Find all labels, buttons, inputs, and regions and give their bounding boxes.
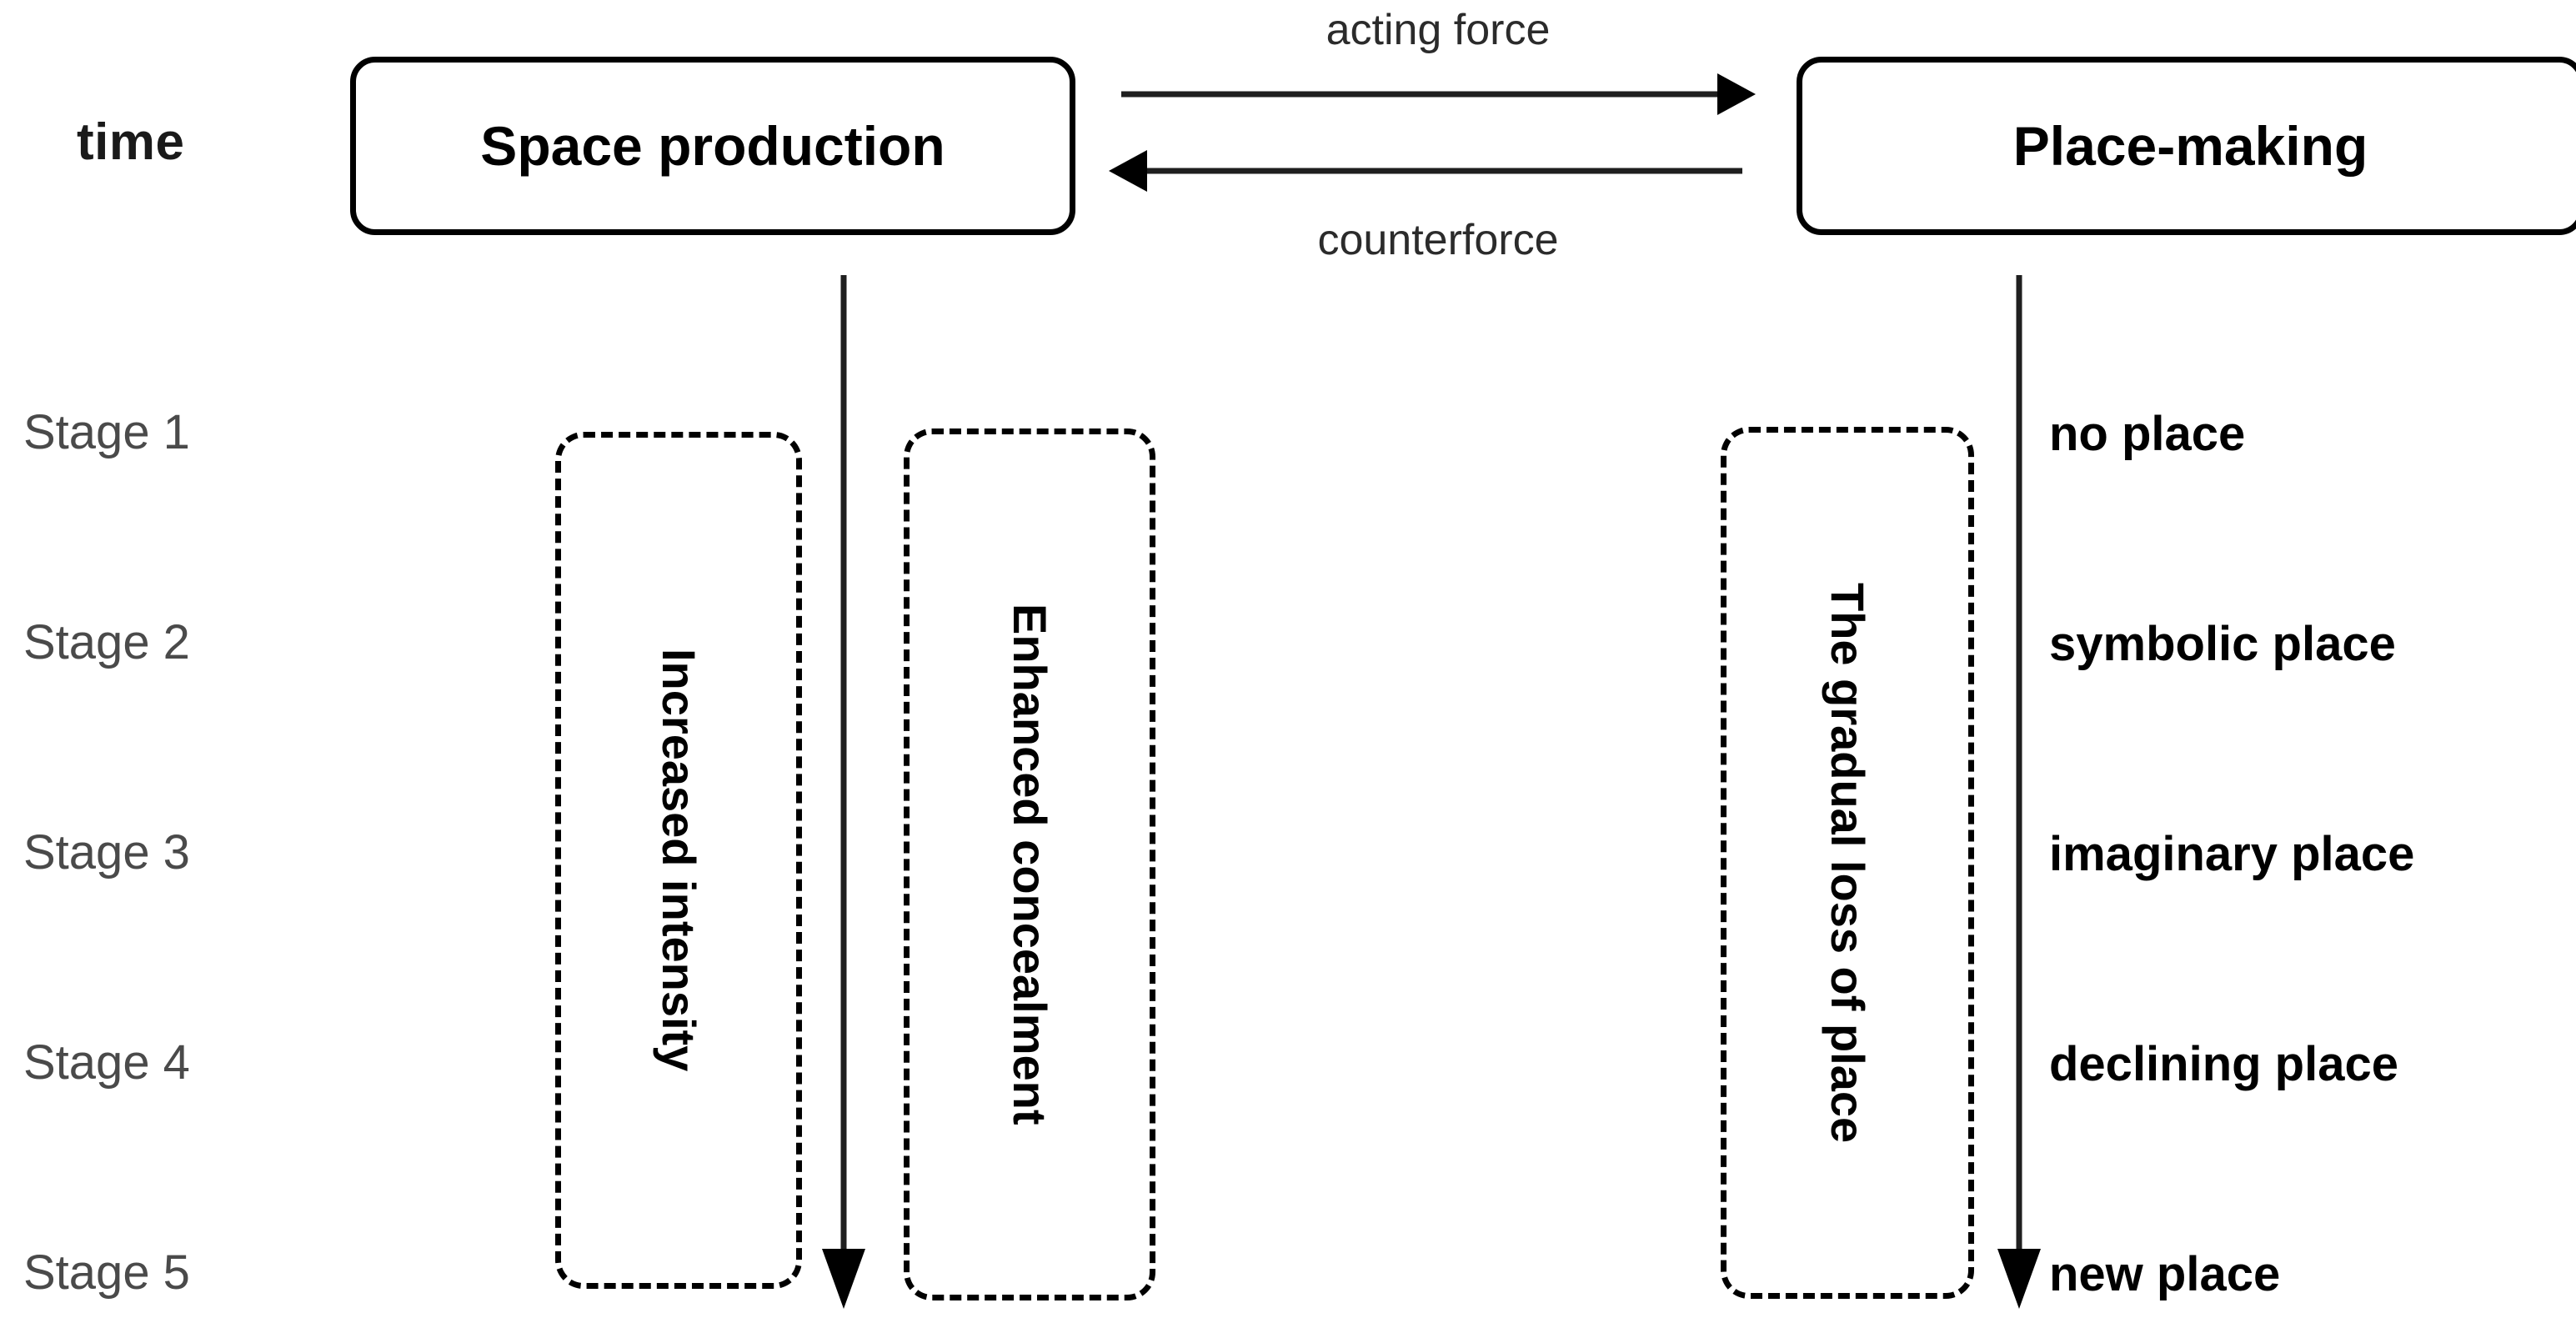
band-gradual-loss-of-place-label: The gradual loss of place [1822,582,1874,1144]
place-label-2: symbolic place [2049,617,2396,671]
node-place-making-label: Place-making [2012,115,2368,177]
stage-label-1: Stage 1 [23,405,190,459]
band-increased-intensity-label: Increased intensity [653,649,705,1072]
force-arrows-group [1109,73,1756,192]
band-enhanced-concealment-label: Enhanced concealment [1004,604,1056,1125]
space-production-timeline-arrow [822,275,865,1309]
counterforce-label: counterforce [1317,216,1559,264]
band-enhanced-concealment[interactable]: Enhanced concealment [904,428,1155,1300]
place-label-1: no place [2049,407,2246,461]
place-label-4: declining place [2049,1037,2398,1091]
node-space-production[interactable]: Space production [350,57,1075,235]
stage-label-5: Stage 5 [23,1245,190,1300]
stage-label-3: Stage 3 [23,825,190,879]
stage-label-2: Stage 2 [23,615,190,669]
node-space-production-label: Space production [480,115,945,177]
acting-force-label: acting force [1326,6,1551,54]
time-axis-label: time [77,113,185,171]
place-label-3: imaginary place [2049,827,2415,881]
place-making-timeline-arrow [1997,275,2041,1309]
counterforce-arrow [1109,150,1742,192]
band-gradual-loss-of-place[interactable]: The gradual loss of place [1721,427,1974,1299]
band-increased-intensity[interactable]: Increased intensity [555,432,802,1289]
node-place-making[interactable]: Place-making [1797,57,2576,235]
acting-force-arrow [1121,73,1756,115]
place-label-5: new place [2049,1247,2281,1301]
stage-label-4: Stage 4 [23,1035,190,1090]
